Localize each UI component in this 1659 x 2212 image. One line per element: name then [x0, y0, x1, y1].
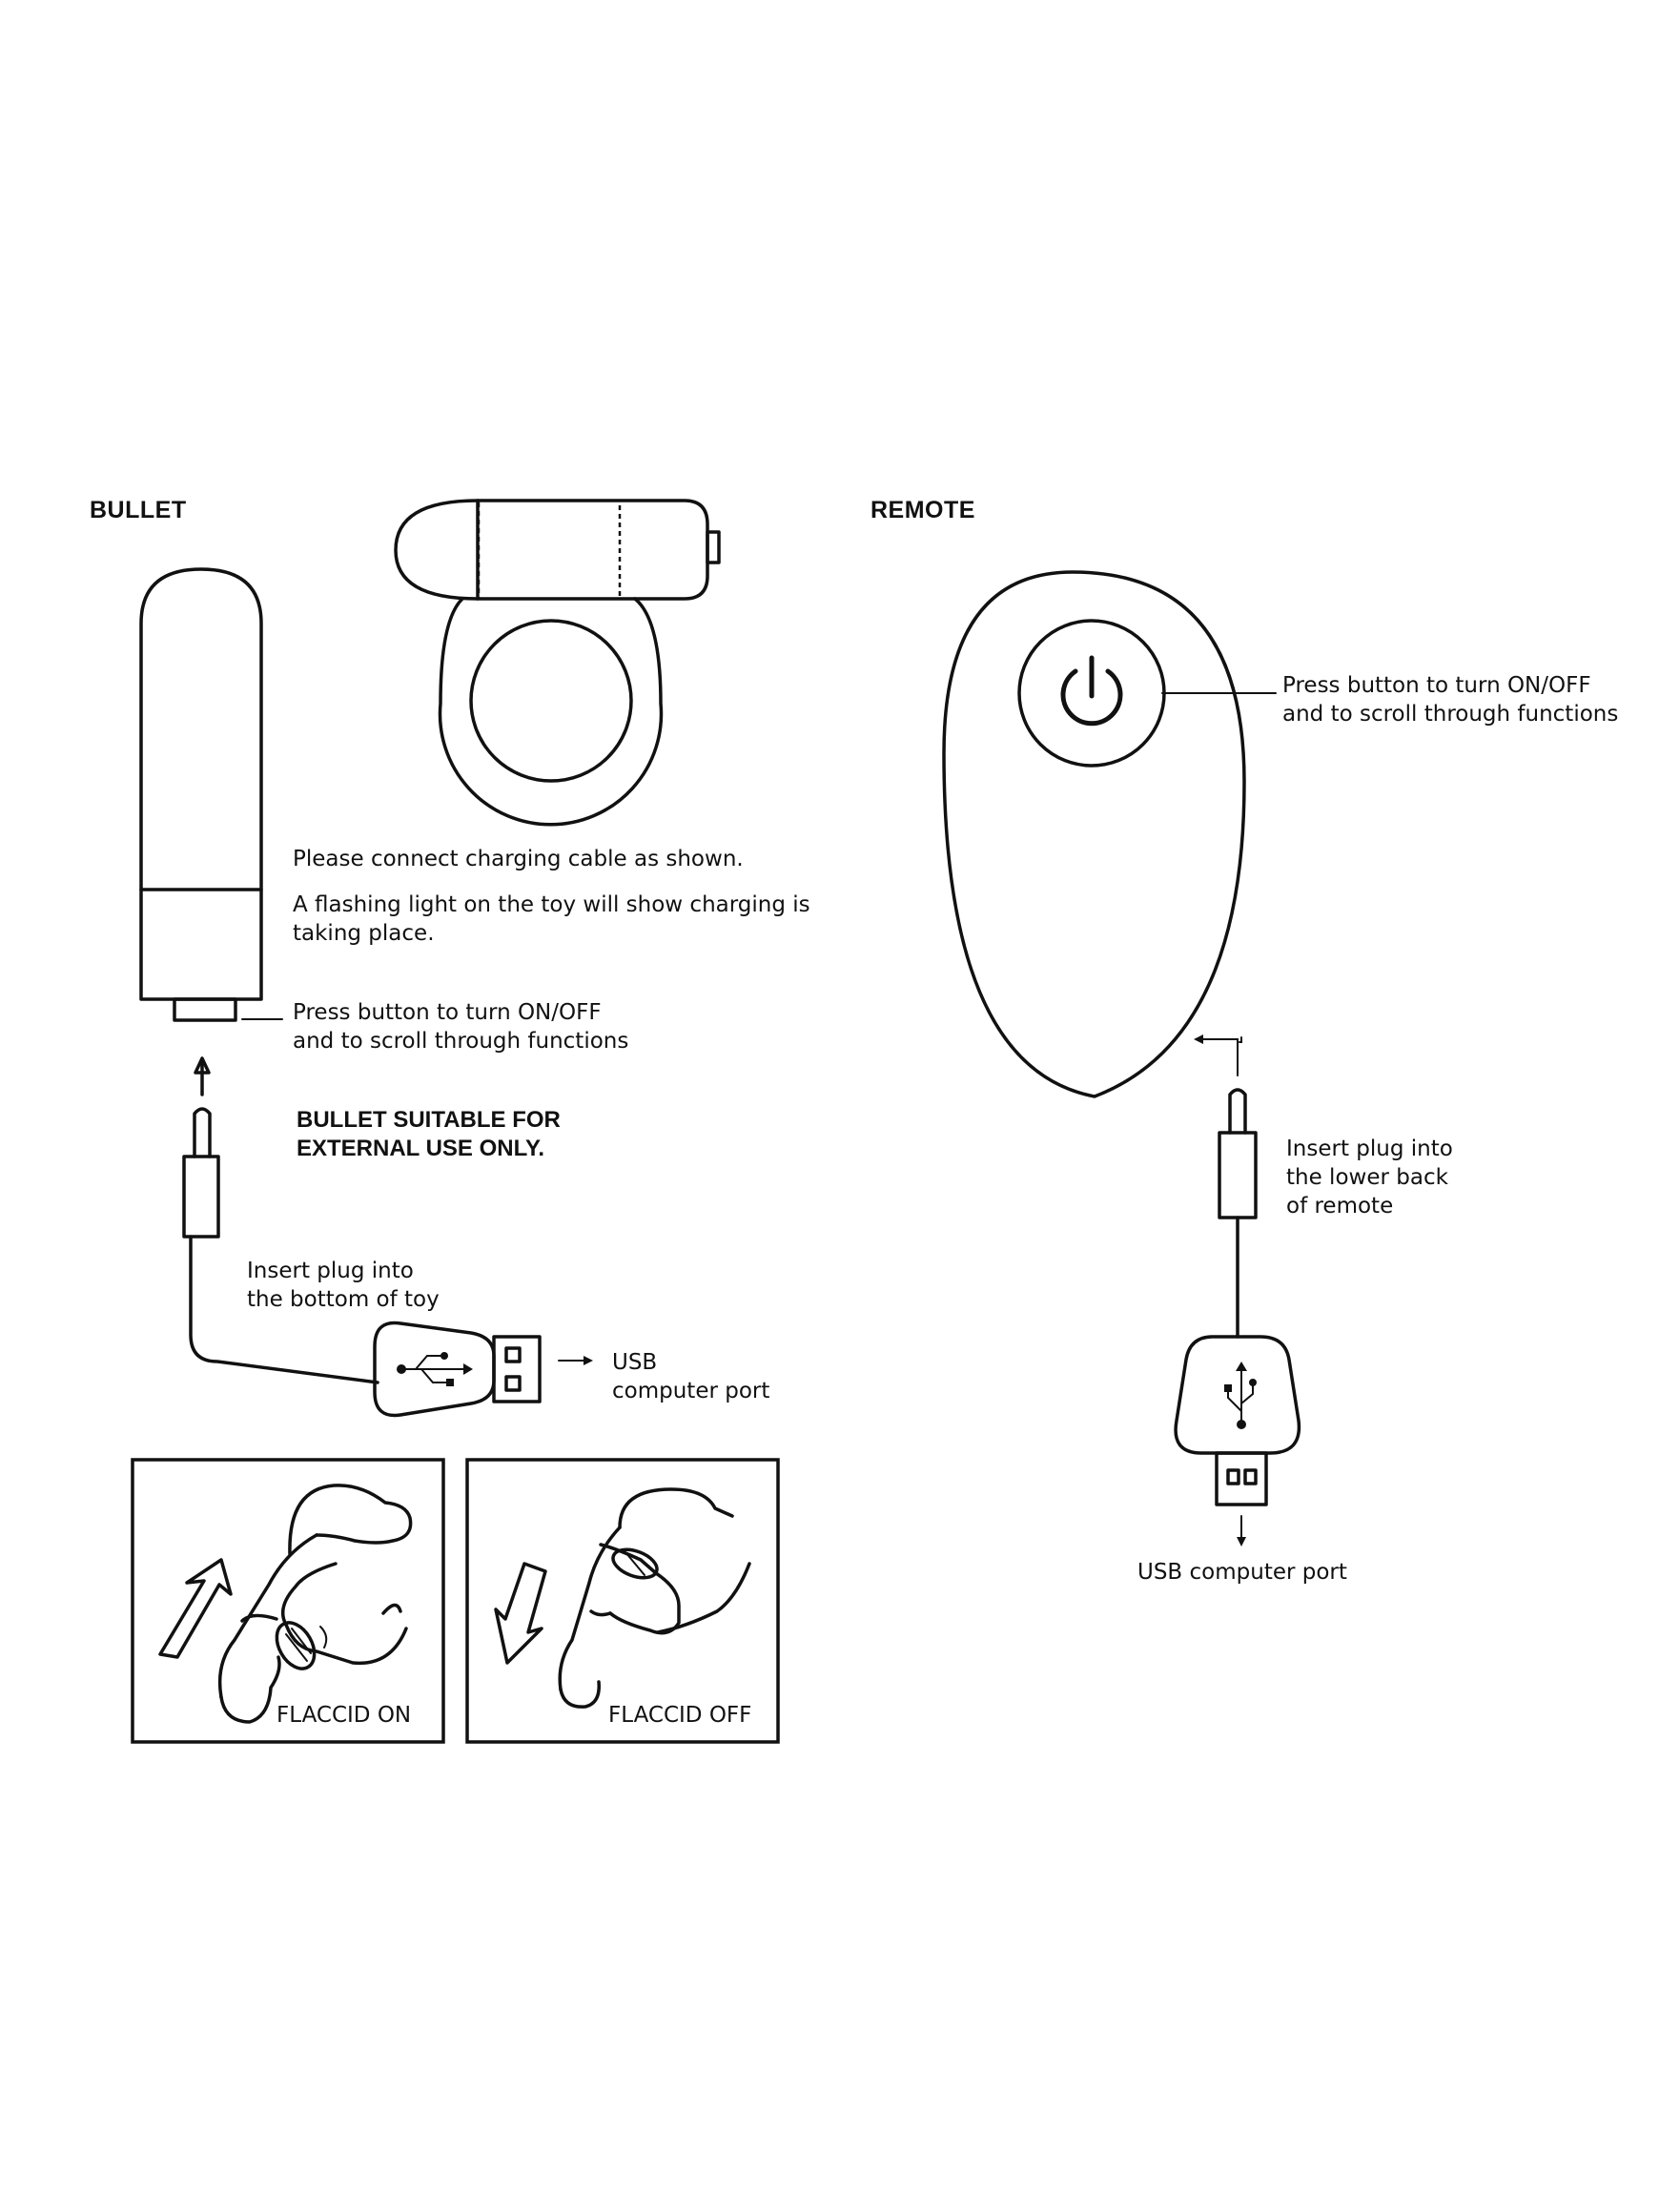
arrow-down-icon — [1237, 1515, 1246, 1546]
remote-device — [942, 570, 1246, 1098]
flaccid-on-illustration — [158, 1484, 413, 1724]
panel-label-flaccid-on: FLACCID ON — [276, 1703, 412, 1728]
panel-flaccid-off — [465, 1458, 780, 1744]
bullet-button-note-line1: Press button to turn ON/OFF — [293, 1000, 602, 1025]
remote-insert-note-line2: the lower back — [1286, 1165, 1448, 1190]
remote-usb-label: USB computer port — [1137, 1560, 1347, 1585]
remote-button-note-line2: and to scroll through functions — [1282, 702, 1619, 727]
usb-icon — [1224, 1362, 1257, 1429]
remote-usb-plug — [1174, 1335, 1301, 1506]
remote-insert-note-line1: Insert plug into — [1286, 1137, 1453, 1161]
bullet-usb-line1: USB — [612, 1350, 658, 1375]
power-icon — [1060, 655, 1123, 727]
arrow-right-icon — [558, 1356, 593, 1365]
bullet-charging-cable — [182, 1056, 379, 1384]
flashing-note-line1: A flashing light on the toy will show ch… — [293, 892, 810, 917]
panel-flaccid-on — [131, 1458, 445, 1744]
flaccid-off-illustration — [494, 1487, 751, 1709]
bullet-button-note-line2: and to scroll through functions — [293, 1029, 629, 1054]
remote-insert-note-line3: of remote — [1286, 1194, 1394, 1219]
panel-label-flaccid-off: FLACCID OFF — [608, 1703, 752, 1728]
bullet-heading: BULLET — [90, 497, 187, 523]
remote-heading: REMOTE — [870, 497, 975, 523]
bullet-insert-note-line2: the bottom of toy — [247, 1287, 440, 1312]
flashing-note-line2: taking place. — [293, 921, 435, 946]
warning-line1: BULLET SUITABLE FOR — [297, 1107, 561, 1133]
remote-button-note-line1: Press button to turn ON/OFF — [1282, 673, 1591, 698]
usb-icon — [397, 1352, 473, 1386]
charging-note: Please connect charging cable as shown. — [293, 847, 744, 871]
bullet-usb-plug — [373, 1321, 542, 1418]
bullet-insert-note-line1: Insert plug into — [247, 1259, 414, 1283]
warning-line2: EXTERNAL USE ONLY. — [297, 1136, 545, 1161]
remote-charging-cable — [1194, 1034, 1258, 1339]
bullet-usb-line2: computer port — [612, 1379, 770, 1403]
bullet-device — [139, 567, 263, 1022]
cock-ring-device — [394, 499, 721, 827]
